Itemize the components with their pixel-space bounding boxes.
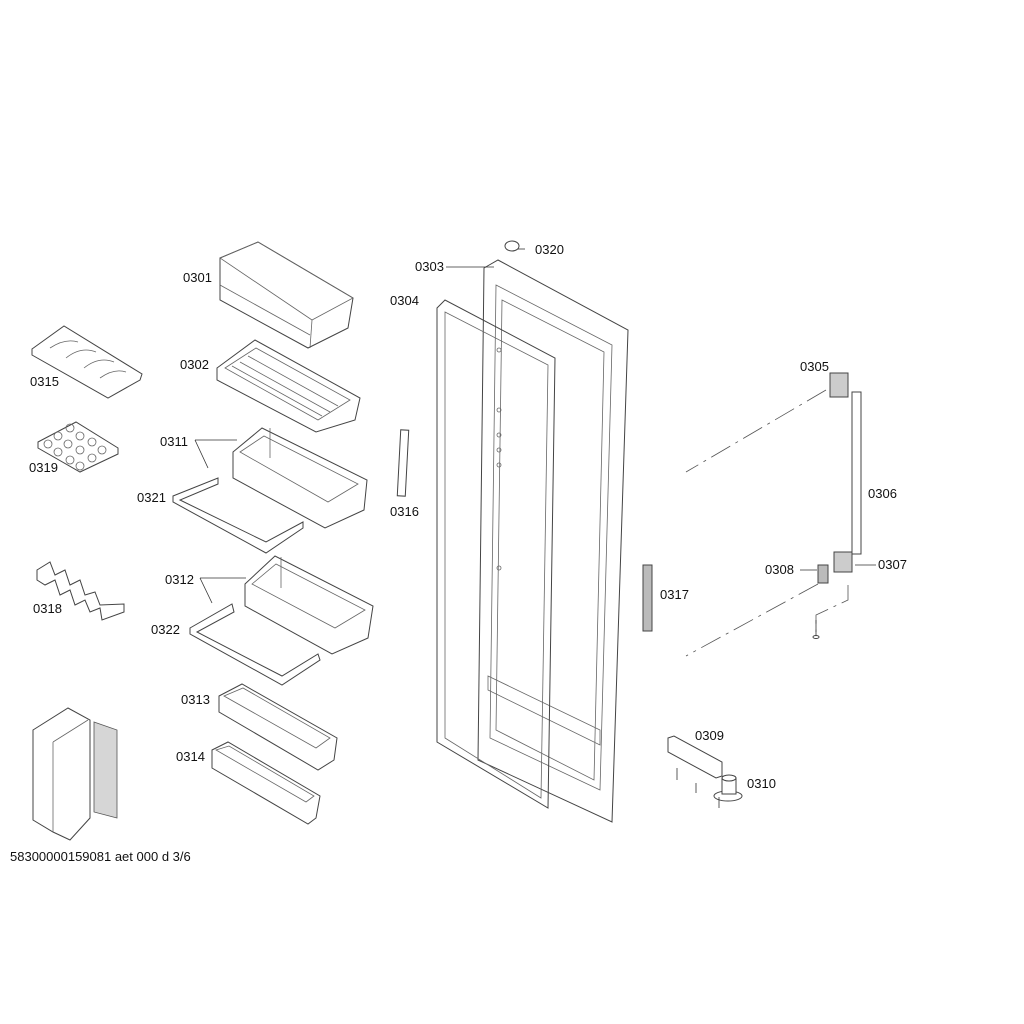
label-0308: 0308 — [765, 562, 794, 577]
part-0311-door-shelf[interactable] — [232, 427, 368, 529]
part-0305-top-cap[interactable] — [829, 372, 849, 398]
part-0302-shelf-tray[interactable] — [216, 339, 361, 433]
label-0304: 0304 — [390, 293, 419, 308]
label-0306: 0306 — [868, 486, 897, 501]
part-0308-clip[interactable] — [817, 564, 829, 584]
part-0307-bottom-cap[interactable] — [833, 551, 853, 573]
label-0302: 0302 — [180, 357, 209, 372]
label-0317: 0317 — [660, 587, 689, 602]
part-0312-door-shelf[interactable] — [244, 555, 374, 655]
part-0316-strip[interactable] — [396, 429, 410, 497]
label-0303: 0303 — [415, 259, 444, 274]
label-0311: 0311 — [160, 434, 188, 449]
part-0306-handle-bar[interactable] — [851, 391, 862, 555]
footer-code: 58300000159081 aet 000 d 3/6 — [10, 849, 191, 864]
label-0316: 0316 — [390, 504, 419, 519]
screw-icon — [812, 620, 820, 639]
part-0318-can-holder[interactable] — [36, 561, 125, 621]
part-0320-plug[interactable] — [504, 240, 520, 252]
label-0314: 0314 — [176, 749, 205, 764]
part-0310-hinge-pin[interactable] — [713, 774, 743, 802]
part-0309-hinge[interactable] — [667, 735, 723, 779]
part-0301-covered-shelf[interactable] — [219, 241, 354, 349]
label-0307: 0307 — [878, 557, 907, 572]
part-0322-shelf-rail[interactable] — [189, 603, 321, 686]
screw-icon — [676, 768, 720, 808]
label-0318: 0318 — [33, 601, 62, 616]
label-0321: 0321 — [137, 490, 166, 505]
label-0312: 0312 — [165, 572, 194, 587]
part-0321-shelf-rail[interactable] — [172, 477, 304, 554]
part-0314-bottle-shelf[interactable] — [211, 741, 321, 825]
label-0313: 0313 — [181, 692, 210, 707]
leader-lines — [194, 248, 876, 604]
label-0320: 0320 — [535, 242, 564, 257]
label-0305: 0305 — [800, 359, 829, 374]
label-0315: 0315 — [30, 374, 59, 389]
label-0322: 0322 — [151, 622, 180, 637]
filter-cover-part — [32, 707, 118, 841]
part-0315-bottle-holder[interactable] — [31, 325, 143, 399]
label-0301: 0301 — [183, 270, 212, 285]
label-0310: 0310 — [747, 776, 776, 791]
part-0313-bottle-shelf[interactable] — [218, 683, 338, 771]
label-0309: 0309 — [695, 728, 724, 743]
part-0304-door-gasket[interactable] — [436, 299, 556, 809]
label-0319: 0319 — [29, 460, 58, 475]
part-0317-handle-bracket[interactable] — [642, 564, 653, 632]
part-0319-egg-tray[interactable] — [37, 421, 119, 473]
part-0303-door-liner[interactable] — [477, 259, 629, 823]
